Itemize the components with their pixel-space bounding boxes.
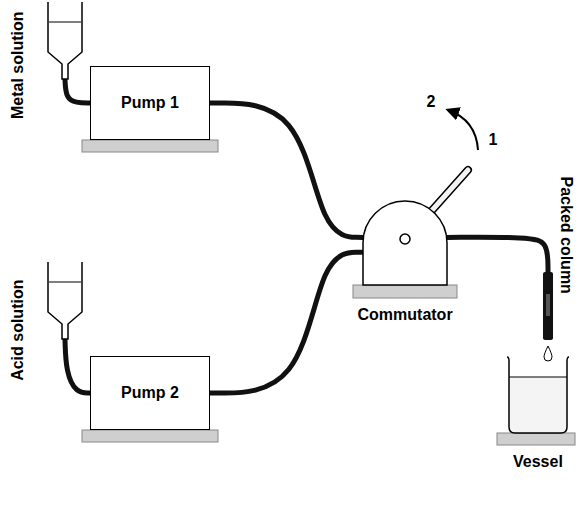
burette: Acid solution [47, 262, 83, 340]
pump-base [82, 140, 218, 152]
tube [210, 103, 363, 237]
pump-box: Pump 1 [90, 66, 210, 140]
packed-column-shape [543, 272, 553, 340]
pump-label: Pump 2 [121, 384, 179, 402]
commutator-base [353, 285, 457, 298]
drop [544, 346, 552, 361]
burette-label: Metal solution [9, 11, 27, 119]
liquid [509, 377, 567, 433]
vessel-shape [507, 357, 569, 433]
liquid-level [49, 282, 81, 283]
tube [65, 340, 90, 393]
vessel-base [497, 433, 575, 445]
beaker-outline [507, 357, 569, 433]
burette-shape [47, 2, 83, 80]
switch-arrow [448, 110, 478, 150]
burette-label: Acid solution [9, 280, 27, 381]
tube [447, 237, 548, 272]
position-number: 2 [427, 93, 436, 111]
pivot [400, 234, 410, 244]
liquid-level [509, 377, 567, 378]
commutator-body [363, 201, 447, 285]
liquid-level [49, 22, 81, 23]
commutator-shape [363, 203, 447, 285]
column-body [543, 272, 553, 340]
tube [65, 80, 90, 103]
pump-label: Pump 1 [121, 94, 179, 112]
burette-outline [48, 2, 82, 79]
vessel-label: Vessel [513, 453, 563, 471]
column-packing [546, 294, 550, 316]
tube [210, 252, 363, 393]
packed-column: Packed column [543, 272, 553, 340]
burette: Metal solution [47, 2, 83, 80]
vessel: Vessel [507, 357, 569, 433]
burette-outline [48, 262, 82, 339]
pump-box: Pump 2 [90, 356, 210, 430]
position-number: 1 [489, 131, 498, 149]
commutator-label: Commutator [358, 306, 453, 324]
pump-base [82, 430, 218, 442]
commutator: Commutator [363, 203, 447, 285]
burette-shape [47, 262, 83, 340]
packed-column-label: Packed column [556, 177, 574, 294]
